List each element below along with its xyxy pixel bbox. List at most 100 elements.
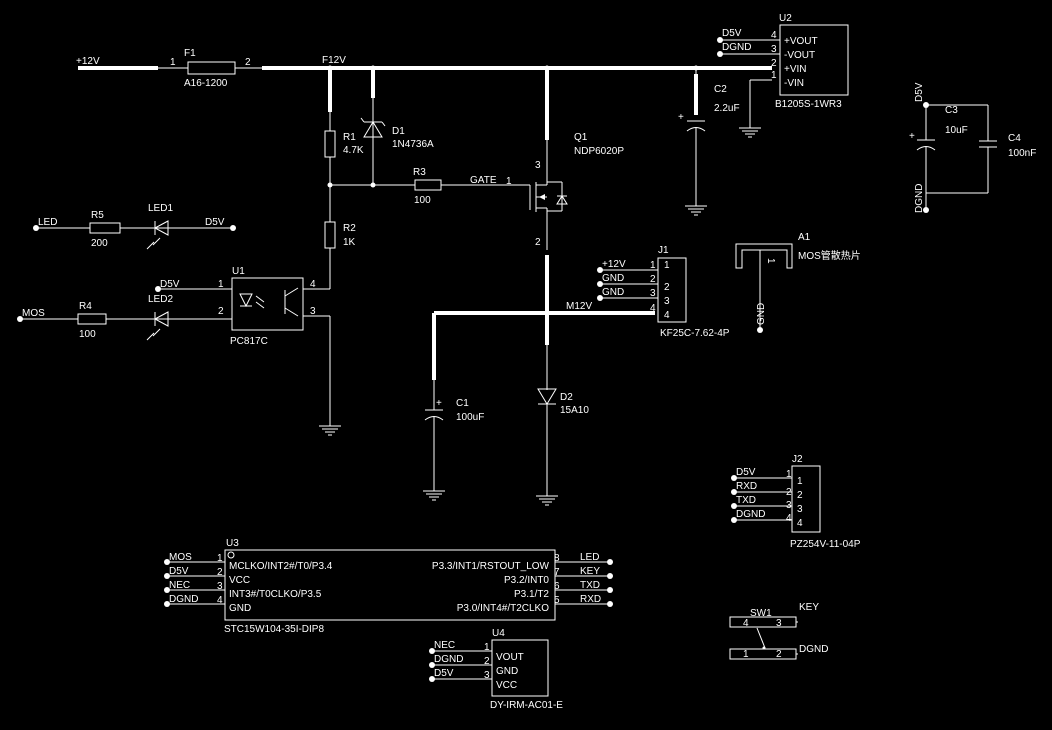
j2-pin: 4 [786,513,792,524]
j1-pin: 4 [650,303,656,314]
u3-pin-num: 2 [217,567,223,578]
j1-pin: 4 [664,310,670,321]
c3-value: 10uF [945,125,968,136]
r3-ref: R3 [413,167,426,178]
sw1-pin: 3 [776,618,782,629]
d2-ref: D2 [560,392,573,403]
gnd-symbol [318,419,342,436]
resistor-r2: R2 1K [324,221,356,289]
sw1-pin: 2 [776,649,782,660]
fuse-f1: F1 A16-1200 1 2 [170,48,251,89]
mosfet-q1: Q1 NDP6020P 1 3 2 [506,68,624,250]
header-j2: J2 PZ254V-11-04P D5V RXD TXD DGND 1 2 3 … [731,454,861,550]
u3-pin-name: VCC [229,575,250,586]
q1-pin-gate: 1 [506,176,512,187]
u1-pin3: 3 [310,306,316,317]
u4-pin-num: 2 [484,656,490,667]
c2-polarity: + [678,112,684,123]
net-label-f12v: F12V [322,55,346,66]
j2-pin: 2 [786,487,792,498]
u3-pin-name: P3.0/INT4#/T2CLKO [457,603,549,614]
ir-module-u4: U4 DY-IRM-AC01-E NEC DGND D5V 1 2 3 VOUT… [429,628,563,711]
j2-pin: 3 [786,500,792,511]
u3-net-txd: TXD [580,580,600,591]
r3-value: 100 [414,195,431,206]
sw1-net-dgnd: DGND [799,644,828,655]
r2-value: 1K [343,237,356,248]
q1-ref: Q1 [574,132,588,143]
sw1-pin: 1 [743,649,749,660]
j2-pin: 1 [786,469,792,480]
u2-net-dgnd: DGND [722,42,751,53]
u1-pin4: 4 [310,279,316,290]
u3-pin-num: 4 [217,595,223,606]
capacitor-c2: + C2 2.2uF [678,84,740,216]
u4-pin-name: VCC [496,680,517,691]
u3-pin-name: INT3#/T0CLKO/P3.5 [229,589,322,600]
q1-value: NDP6020P [574,146,624,157]
c4-ref: C4 [1008,133,1021,144]
u3-pin-name: P3.2/INT0 [504,575,549,586]
u1-value: PC817C [230,336,268,347]
u4-net-d5v: D5V [434,668,454,679]
u4-ref: U4 [492,628,505,639]
f1-value: A16-1200 [184,78,228,89]
decoupling-c3-c4: + C3 10uF C4 100nF D5V DGND [909,82,1036,213]
u3-right-pins: LED KEY TXD RXD 8 7 6 5 P3.3/INT1/RSTOUT… [432,552,613,614]
c2-value: 2.2uF [714,103,740,114]
a1-ref: A1 [798,232,811,243]
u3-pin-name: P3.3/INT1/RSTOUT_LOW [432,561,550,572]
u2-pin-num: 1 [771,70,777,81]
u3-pin-num: 1 [217,553,223,564]
j2-net-d5v: D5V [736,467,756,478]
j1-pin: 1 [650,260,656,271]
u3-pin-name: GND [229,603,251,614]
net-label-mos: MOS [22,308,45,319]
diode-d2: D2 15A10 [535,388,589,506]
c4-value: 100nF [1008,148,1036,159]
u4-net-dgnd: DGND [434,654,463,665]
c3-net-dgnd: DGND [914,184,925,213]
u4-pin-name: GND [496,666,518,677]
sw1-ref: SW1 [750,608,772,619]
net-label-m12v: M12V [566,301,592,312]
u3-pin-name: P3.1/T2 [514,589,549,600]
sw1-pin: 4 [743,618,749,629]
r2-ref: R2 [343,223,356,234]
mcu-u3: U3 STC15W104-35I-DIP8 MOS D5V NEC DGND 1… [164,538,613,635]
u3-net-nec: NEC [169,580,190,591]
j2-pin: 4 [797,518,803,529]
j1-pin: 1 [664,260,670,271]
q1-pin-source: 3 [535,160,541,171]
j2-pin: 1 [797,476,803,487]
u3-net-d5v: D5V [169,566,189,577]
u3-ref: U3 [226,538,239,549]
c3-ref: C3 [945,105,958,116]
u4-pin-num: 1 [484,642,490,653]
a1-pin: 1 [765,258,776,264]
u2-net-d5v: D5V [722,28,742,39]
r4-value: 100 [79,329,96,340]
u4-value: DY-IRM-AC01-E [490,700,563,711]
dcdc-u2: U2 B1205S-1WR3 D5V DGND 4 3 2 1 +VOUT -V… [717,13,849,110]
u1-pin2: 2 [218,306,224,317]
net-label-gate: GATE [470,175,497,186]
c2-ref: C2 [714,84,727,95]
led1-ref: LED1 [148,203,173,214]
u2-pin-num: 2 [771,58,777,69]
optocoupler-u1: U1 PC817C 4 3 1 2 [218,266,342,436]
c3-net-d5v: D5V [914,82,925,102]
u3-net-key: KEY [580,566,600,577]
c1-polarity: + [436,398,442,409]
a1-value: MOS管散热片 [798,249,861,262]
u2-ref: U2 [779,13,792,24]
q1-pin-drain: 2 [535,237,541,248]
j2-value: PZ254V-11-04P [790,539,861,550]
power-bus [78,65,772,122]
u2-pin-name: +VIN [784,64,807,75]
u3-pin-num: 3 [217,581,223,592]
resistor-r3: R3 100 GATE [413,167,530,206]
r4-ref: R4 [79,301,92,312]
u1-ref: U1 [232,266,245,277]
